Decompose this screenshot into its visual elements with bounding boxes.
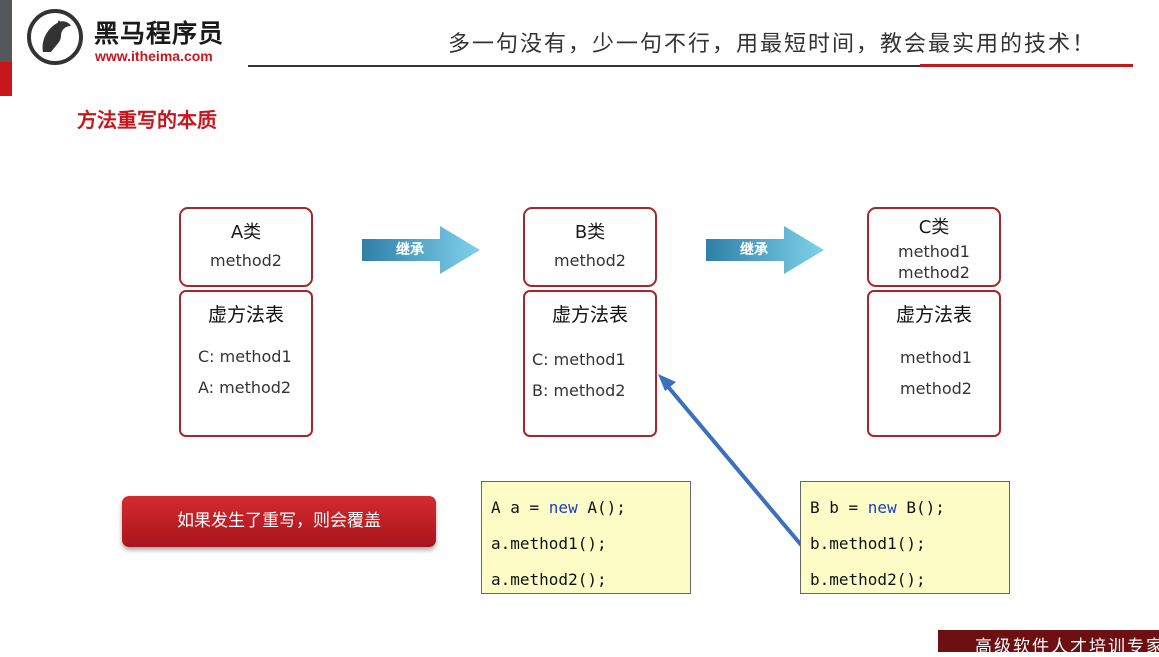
vtable-title: 虚方法表 xyxy=(895,304,972,326)
vtable-title: 虚方法表 xyxy=(207,304,284,326)
horse-logo-icon xyxy=(27,9,83,65)
code-line: b.method1(); xyxy=(810,534,926,553)
class-b-method: method2 xyxy=(554,251,626,270)
left-accent-bar-red xyxy=(0,62,12,96)
inherit-arrow: 继承 xyxy=(362,224,482,276)
vtable-row: method1 xyxy=(900,348,972,367)
class-c-box: C类 method1 method2 xyxy=(867,207,1001,287)
header-divider-accent xyxy=(920,64,1133,67)
footer-banner-text: 高级软件人才培训专家 xyxy=(975,637,1159,657)
class-a-name: A类 xyxy=(230,222,262,243)
footer-banner xyxy=(938,630,1159,652)
code-line: b.method2(); xyxy=(810,570,926,589)
code-line: a.method2(); xyxy=(491,570,607,589)
class-b-vtable: 虚方法表 C: method1 B: method2 xyxy=(523,290,657,437)
left-accent-bar xyxy=(0,0,12,62)
class-a-method: method2 xyxy=(210,251,282,270)
vtable-row: C: method1 xyxy=(198,347,292,366)
code-line: a.method1(); xyxy=(491,534,607,553)
code-box-a: A a = new A(); a.method1(); a.method2(); xyxy=(481,481,691,594)
class-a-box: A类 method2 xyxy=(179,207,313,287)
vtable-row: C: method1 xyxy=(532,350,626,369)
class-b-box: B类 method2 xyxy=(523,207,657,287)
vtable-row: B: method2 xyxy=(532,381,626,400)
pointer-arrow xyxy=(658,374,804,548)
code-line: A a = new A(); xyxy=(491,498,626,517)
right-arrow-icon xyxy=(706,226,824,274)
logo-url: www.itheima.com xyxy=(95,48,213,64)
class-b-name: B类 xyxy=(574,222,606,243)
vtable-row: A: method2 xyxy=(198,378,292,397)
override-callout: 如果发生了重写，则会覆盖 xyxy=(122,496,436,547)
right-arrow-icon xyxy=(362,226,480,274)
page-title: 方法重写的本质 xyxy=(77,108,217,132)
inherit-label: 继承 xyxy=(740,242,768,258)
class-c-method: method1 xyxy=(898,242,970,261)
code-box-b: B b = new B(); b.method1(); b.method2(); xyxy=(800,481,1010,594)
vtable-title: 虚方法表 xyxy=(551,304,628,326)
class-c-name: C类 xyxy=(918,217,950,238)
class-c-vtable: 虚方法表 method1 method2 xyxy=(867,290,1001,437)
class-c-method: method2 xyxy=(898,263,970,282)
inherit-label: 继承 xyxy=(396,242,424,258)
slogan: 多一句没有，少一句不行，用最短时间，教会最实用的技术！ xyxy=(448,32,1097,57)
vtable-row: method2 xyxy=(900,379,972,398)
logo-text: 黑马程序员 xyxy=(94,19,225,48)
class-a-vtable: 虚方法表 C: method1 A: method2 xyxy=(179,290,313,437)
header-divider xyxy=(248,65,1133,67)
code-line: B b = new B(); xyxy=(810,498,945,517)
inherit-arrow: 继承 xyxy=(706,224,826,276)
